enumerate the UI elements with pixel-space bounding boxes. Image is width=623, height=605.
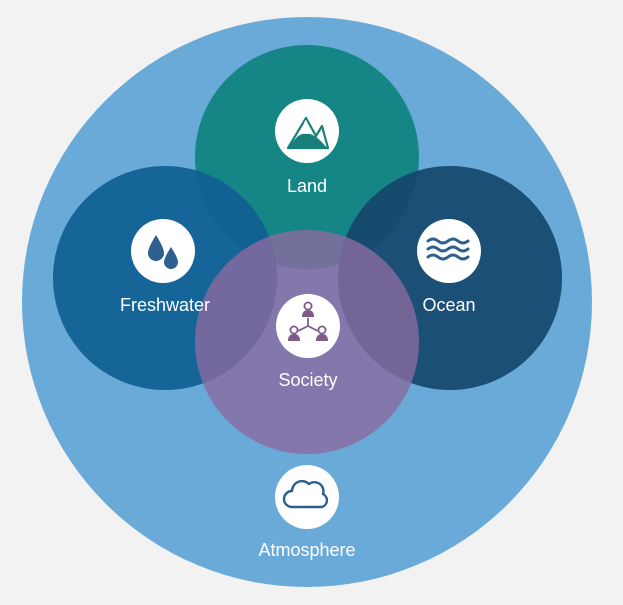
mountain-icon [286, 116, 330, 150]
people-network-icon [288, 301, 328, 341]
water-drops-icon [148, 235, 178, 269]
ocean-label: Ocean [422, 295, 475, 315]
atmosphere-label: Atmosphere [258, 540, 355, 560]
freshwater-icon-badge [131, 219, 195, 283]
freshwater-label: Freshwater [120, 295, 210, 315]
society-icon-badge [276, 294, 340, 358]
atmosphere-icon-badge [275, 465, 339, 529]
society-label: Society [278, 370, 337, 390]
land-label: Land [287, 176, 327, 196]
ocean-icon-badge [417, 219, 481, 283]
land-icon-badge [275, 99, 339, 163]
cloud-icon [282, 479, 329, 509]
waves-icon [426, 237, 470, 261]
